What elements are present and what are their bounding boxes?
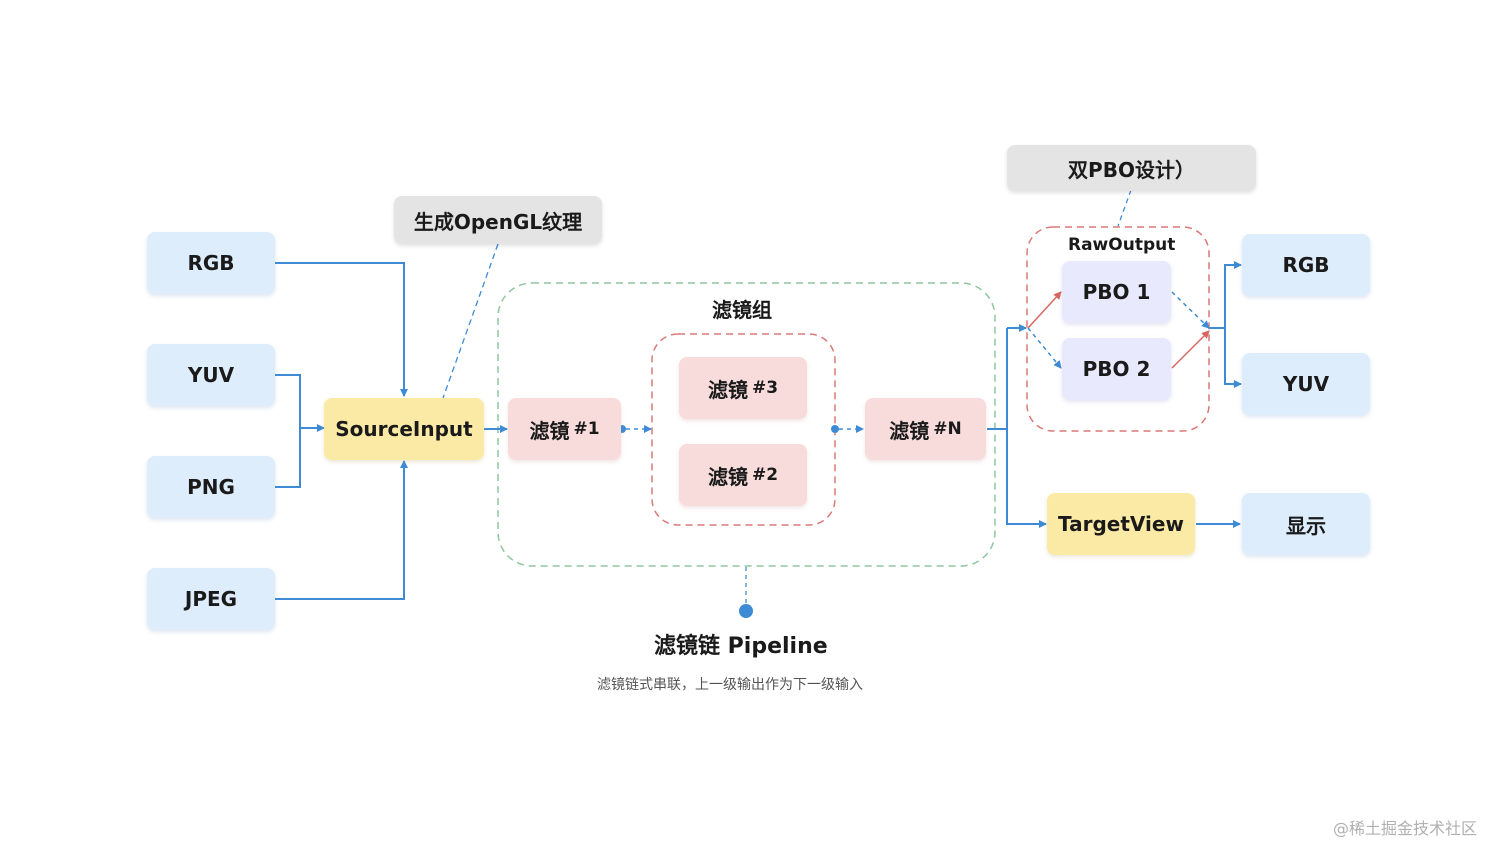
output-display-label: 显示 [1286, 513, 1326, 538]
pbo-design-note-label: 双PBO设计） [1068, 157, 1195, 182]
pbo2-out-line [1171, 330, 1210, 369]
filter-n-node: 滤镜 #N [865, 398, 986, 460]
output-display: 显示 [1242, 493, 1370, 555]
raw-to-pbo2-line [1027, 327, 1062, 369]
filter-3-node: 滤镜 #3 [679, 357, 807, 419]
input-jpeg: JPEG [147, 568, 275, 630]
pipeline-title: 滤镜链 Pipeline [654, 634, 828, 659]
input-jpeg-label: JPEG [184, 587, 238, 611]
raw-output-frame [1026, 226, 1210, 432]
filter-2-node: 滤镜 #2 [679, 444, 807, 506]
output-rgb: RGB [1242, 234, 1370, 296]
pbo1-out-line [1171, 291, 1210, 329]
filter-1-number: #1 [573, 419, 600, 439]
filter-group-title: 滤镜组 [712, 298, 772, 322]
pbo-2-node: PBO 2 [1062, 338, 1171, 400]
pipeline-dot [739, 604, 753, 618]
input-yuv-label: YUV [187, 363, 235, 387]
pbo-1-node: PBO 1 [1062, 261, 1171, 323]
pbo-1-label: PBO 1 [1082, 280, 1151, 304]
filter-3-label: 滤镜 [707, 377, 748, 402]
pbo-design-note: 双PBO设计） [1007, 145, 1256, 191]
input-yuv: YUV [147, 344, 275, 406]
raw-output-title: RawOutput [1068, 235, 1176, 255]
output-yuv: YUV [1242, 353, 1370, 415]
output-rgb-label: RGB [1282, 253, 1330, 277]
raw-to-yuv-line [1224, 328, 1242, 388]
png-to-source-line [275, 428, 301, 488]
source-input-label: SourceInput [335, 417, 473, 441]
target-view-label: TargetView [1058, 512, 1184, 536]
raw-to-pbo1-line [1027, 291, 1062, 329]
output-yuv-label: YUV [1282, 372, 1330, 396]
yuv-to-source-line [275, 374, 301, 428]
target-view-node: TargetView [1047, 493, 1195, 555]
rgb-to-source-line [275, 262, 408, 397]
input-png-label: PNG [187, 475, 235, 499]
filter-2-label: 滤镜 [707, 464, 748, 489]
texture-note-label: 生成OpenGL纹理 [413, 209, 583, 234]
filter-2-number: #2 [751, 465, 779, 485]
pbo-2-label: PBO 2 [1082, 357, 1151, 381]
source-input-node: SourceInput [324, 398, 484, 460]
jpeg-to-source-line [275, 460, 408, 600]
filter-1-node: 滤镜 #1 [508, 398, 621, 460]
input-rgb-label: RGB [187, 251, 235, 275]
input-png: PNG [147, 456, 275, 518]
texture-note: 生成OpenGL纹理 [394, 196, 602, 244]
filterN-out-line [987, 328, 1008, 430]
pbo-note-pointer [1117, 189, 1132, 227]
filter-3-number: #3 [751, 378, 779, 398]
pipeline-subtitle: 滤镜链式串联，上一级输出作为下一级输入 [597, 677, 863, 693]
filterN-to-targetview-line [1006, 429, 1047, 528]
group-out-dot [831, 425, 839, 433]
filter-1-label: 滤镜 [529, 418, 570, 443]
filter-group-frame [497, 282, 996, 567]
input-rgb: RGB [147, 232, 275, 294]
filter-n-number: #N [933, 419, 962, 439]
watermark: @稀土掘金技术社区 [1333, 819, 1478, 838]
raw-to-rgb-line [1224, 261, 1242, 328]
texture-note-pointer [442, 243, 499, 399]
filter-n-label: 滤镜 [889, 418, 930, 443]
